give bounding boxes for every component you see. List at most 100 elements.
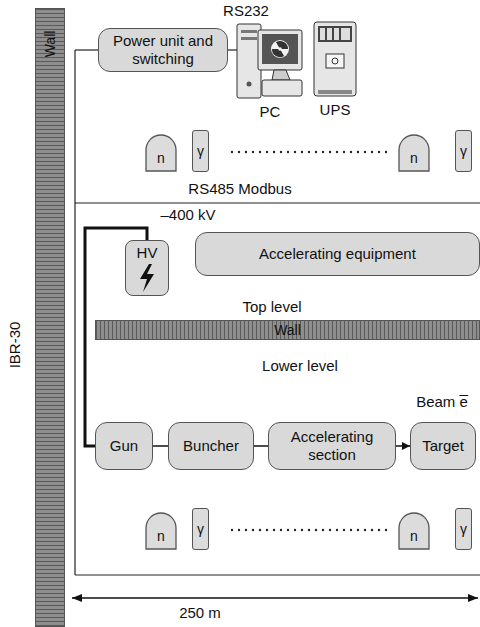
- interface-label: RS232: [223, 2, 269, 20]
- dot: [343, 529, 345, 531]
- dot: [329, 151, 331, 153]
- beam-line: [396, 445, 410, 447]
- lightning-symbol: [135, 263, 159, 293]
- detector-dome: [399, 135, 429, 171]
- wall-label: Wall: [274, 322, 301, 339]
- dot: [371, 151, 373, 153]
- dot: [336, 529, 338, 531]
- dot: [259, 151, 261, 153]
- level-label: Top level: [242, 298, 301, 316]
- dot: [329, 529, 331, 531]
- dot: [343, 151, 345, 153]
- node-label: n: [410, 528, 418, 545]
- node-label: γ: [197, 143, 204, 160]
- dot: [357, 151, 359, 153]
- node-label: γ: [460, 521, 467, 538]
- accelerating-section-box: Accelerating section: [268, 422, 396, 470]
- dot: [266, 151, 268, 153]
- dimension-label: 250 m: [179, 604, 221, 622]
- rs232-wire: [228, 49, 237, 50]
- dot: [252, 151, 254, 153]
- dot: [259, 529, 261, 531]
- neutron-detector: n: [398, 134, 430, 172]
- dot: [252, 529, 254, 531]
- rs485-line: [75, 202, 480, 203]
- neutron-detector: n: [145, 512, 177, 550]
- neutron-detector: n: [398, 512, 430, 550]
- hv-box: HV: [125, 240, 169, 296]
- node-label: Target: [422, 437, 464, 455]
- dot: [245, 529, 247, 531]
- dimension-arrow: [72, 594, 478, 602]
- dot: [287, 151, 289, 153]
- dot: [273, 529, 275, 531]
- dot: [350, 529, 352, 531]
- dot: [280, 529, 282, 531]
- bus-line: [75, 574, 480, 575]
- node-label: n: [410, 150, 418, 167]
- pc-icon: [237, 24, 302, 98]
- dot: [336, 151, 338, 153]
- dot: [273, 151, 275, 153]
- dot: [322, 151, 324, 153]
- dot: [231, 529, 233, 531]
- dot: [315, 529, 317, 531]
- node-label: Power unit and switching: [105, 32, 221, 68]
- dot: [308, 151, 310, 153]
- node-label: Accelerating section: [275, 428, 389, 464]
- dot: [294, 151, 296, 153]
- buncher-box: Buncher: [168, 422, 254, 470]
- dot: [378, 151, 380, 153]
- wall-label: Wall: [43, 31, 57, 58]
- gamma-detector: γ: [192, 508, 209, 550]
- dot: [322, 529, 324, 531]
- dot: [280, 151, 282, 153]
- power-wire: [75, 49, 98, 50]
- interface-label: RS485 Modbus: [188, 180, 291, 198]
- dot: [231, 151, 233, 153]
- dot: [238, 529, 240, 531]
- dot: [245, 151, 247, 153]
- dot: [301, 151, 303, 153]
- node-label: n: [157, 150, 165, 167]
- dot: [315, 151, 317, 153]
- node-label: n: [157, 528, 165, 545]
- dot: [301, 529, 303, 531]
- dot: [308, 529, 310, 531]
- detector-dots: [231, 151, 387, 531]
- detector-dome: [146, 135, 176, 171]
- dot: [238, 151, 240, 153]
- lightning-bolt: [140, 264, 154, 292]
- dot: [350, 151, 352, 153]
- ups-label: UPS: [320, 101, 351, 119]
- voltage-label: –400 kV: [160, 206, 215, 224]
- facility-name: IBR-30: [6, 322, 24, 369]
- gamma-detector: γ: [455, 130, 472, 172]
- node-label: γ: [460, 143, 467, 160]
- node-label: γ: [197, 521, 204, 538]
- wall-band: Wall: [95, 320, 480, 340]
- equipment-box: Accelerating equipment: [195, 232, 480, 276]
- dot: [385, 151, 387, 153]
- dot: [287, 529, 289, 531]
- dot: [378, 529, 380, 531]
- detector-dome: [399, 513, 429, 549]
- node-label: Accelerating equipment: [259, 245, 416, 263]
- dot: [294, 529, 296, 531]
- bus-line: [74, 50, 75, 575]
- detector-dome: [146, 513, 176, 549]
- dot: [385, 529, 387, 531]
- beam-line: [254, 445, 268, 447]
- dot: [357, 529, 359, 531]
- gamma-detector: γ: [192, 130, 209, 172]
- dot: [364, 151, 366, 153]
- gun-box: Gun: [95, 422, 153, 470]
- target-box: Target: [410, 422, 476, 470]
- level-label: Lower level: [262, 357, 338, 375]
- node-label: Gun: [110, 437, 138, 455]
- dot: [371, 529, 373, 531]
- pc-label: PC: [260, 103, 281, 121]
- neutron-detector: n: [145, 134, 177, 172]
- ups-icon: [314, 22, 356, 96]
- dot: [364, 529, 366, 531]
